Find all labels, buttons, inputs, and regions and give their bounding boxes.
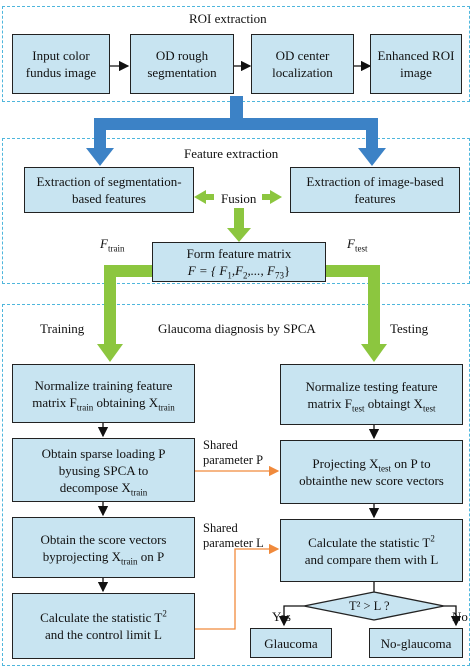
diagnosis-section-title: Glaucoma diagnosis by SPCA bbox=[158, 321, 316, 336]
segmentation-features-box: Extraction of segmentation-based feature… bbox=[24, 167, 194, 213]
train-score-box: Obtain the score vectors byprojecting Xt… bbox=[12, 517, 195, 578]
no-label: No bbox=[452, 609, 468, 624]
roi-step-enhanced: Enhanced ROI image bbox=[370, 34, 462, 94]
green-arrow-fusion-down bbox=[227, 208, 251, 242]
training-label: Training bbox=[40, 321, 85, 336]
test-statistic-box: Calculate the statistic T2 and compare t… bbox=[280, 519, 463, 582]
feature-matrix-formula: F = { F1,F2,..., F73} bbox=[187, 263, 291, 281]
diagnosis-region bbox=[2, 304, 470, 666]
train-normalize-box: Normalize training feature matrix Ftrain… bbox=[12, 364, 195, 423]
yes-line bbox=[278, 605, 304, 627]
train-statistic-box: Calculate the statistic T2 and the contr… bbox=[12, 593, 195, 659]
feature-matrix-box: Form feature matrix F = { F1,F2,..., F73… bbox=[152, 242, 326, 282]
shared-p-label: Shared parameter P bbox=[203, 438, 264, 467]
f-test-label: Ftest bbox=[347, 236, 368, 254]
feature-matrix-title: Form feature matrix bbox=[186, 246, 292, 261]
feature-region bbox=[2, 138, 470, 284]
shared-l-label: Shared parameter L bbox=[203, 521, 264, 550]
decision-label: T² > L ? bbox=[349, 599, 390, 613]
green-arrow-left bbox=[194, 190, 214, 204]
roi-step-rough-segmentation: OD rough segmentation bbox=[130, 34, 234, 94]
yes-label: Yes bbox=[272, 609, 291, 624]
green-arrow-right bbox=[262, 190, 282, 204]
no-line bbox=[444, 605, 462, 627]
green-branch-right bbox=[320, 259, 387, 362]
test-normalize-box: Normalize testing feature matrix Ftest o… bbox=[280, 364, 463, 425]
roi-section-title: ROI extraction bbox=[189, 11, 267, 26]
feature-section-title: Feature extraction bbox=[184, 146, 279, 161]
glaucoma-outcome-box: Glaucoma bbox=[250, 628, 332, 658]
no-glaucoma-outcome-box: No-glaucoma bbox=[369, 628, 463, 658]
roi-step-center-localization: OD center localization bbox=[251, 34, 354, 94]
green-branch-left bbox=[97, 259, 158, 362]
shared-l-line bbox=[195, 543, 280, 630]
test-project-box: Projecting Xtest on P to obtainthe new s… bbox=[280, 440, 463, 504]
fusion-label: Fusion bbox=[221, 191, 257, 206]
blue-split-arrow bbox=[86, 96, 386, 166]
f-train-label: Ftrain bbox=[100, 236, 125, 254]
testing-label: Testing bbox=[390, 321, 429, 336]
train-spca-box: Obtain sparse loading P byusing SPCA to … bbox=[12, 438, 195, 502]
roi-step-input: Input color fundus image bbox=[12, 34, 110, 94]
image-features-box: Extraction of image-based features bbox=[290, 167, 460, 213]
